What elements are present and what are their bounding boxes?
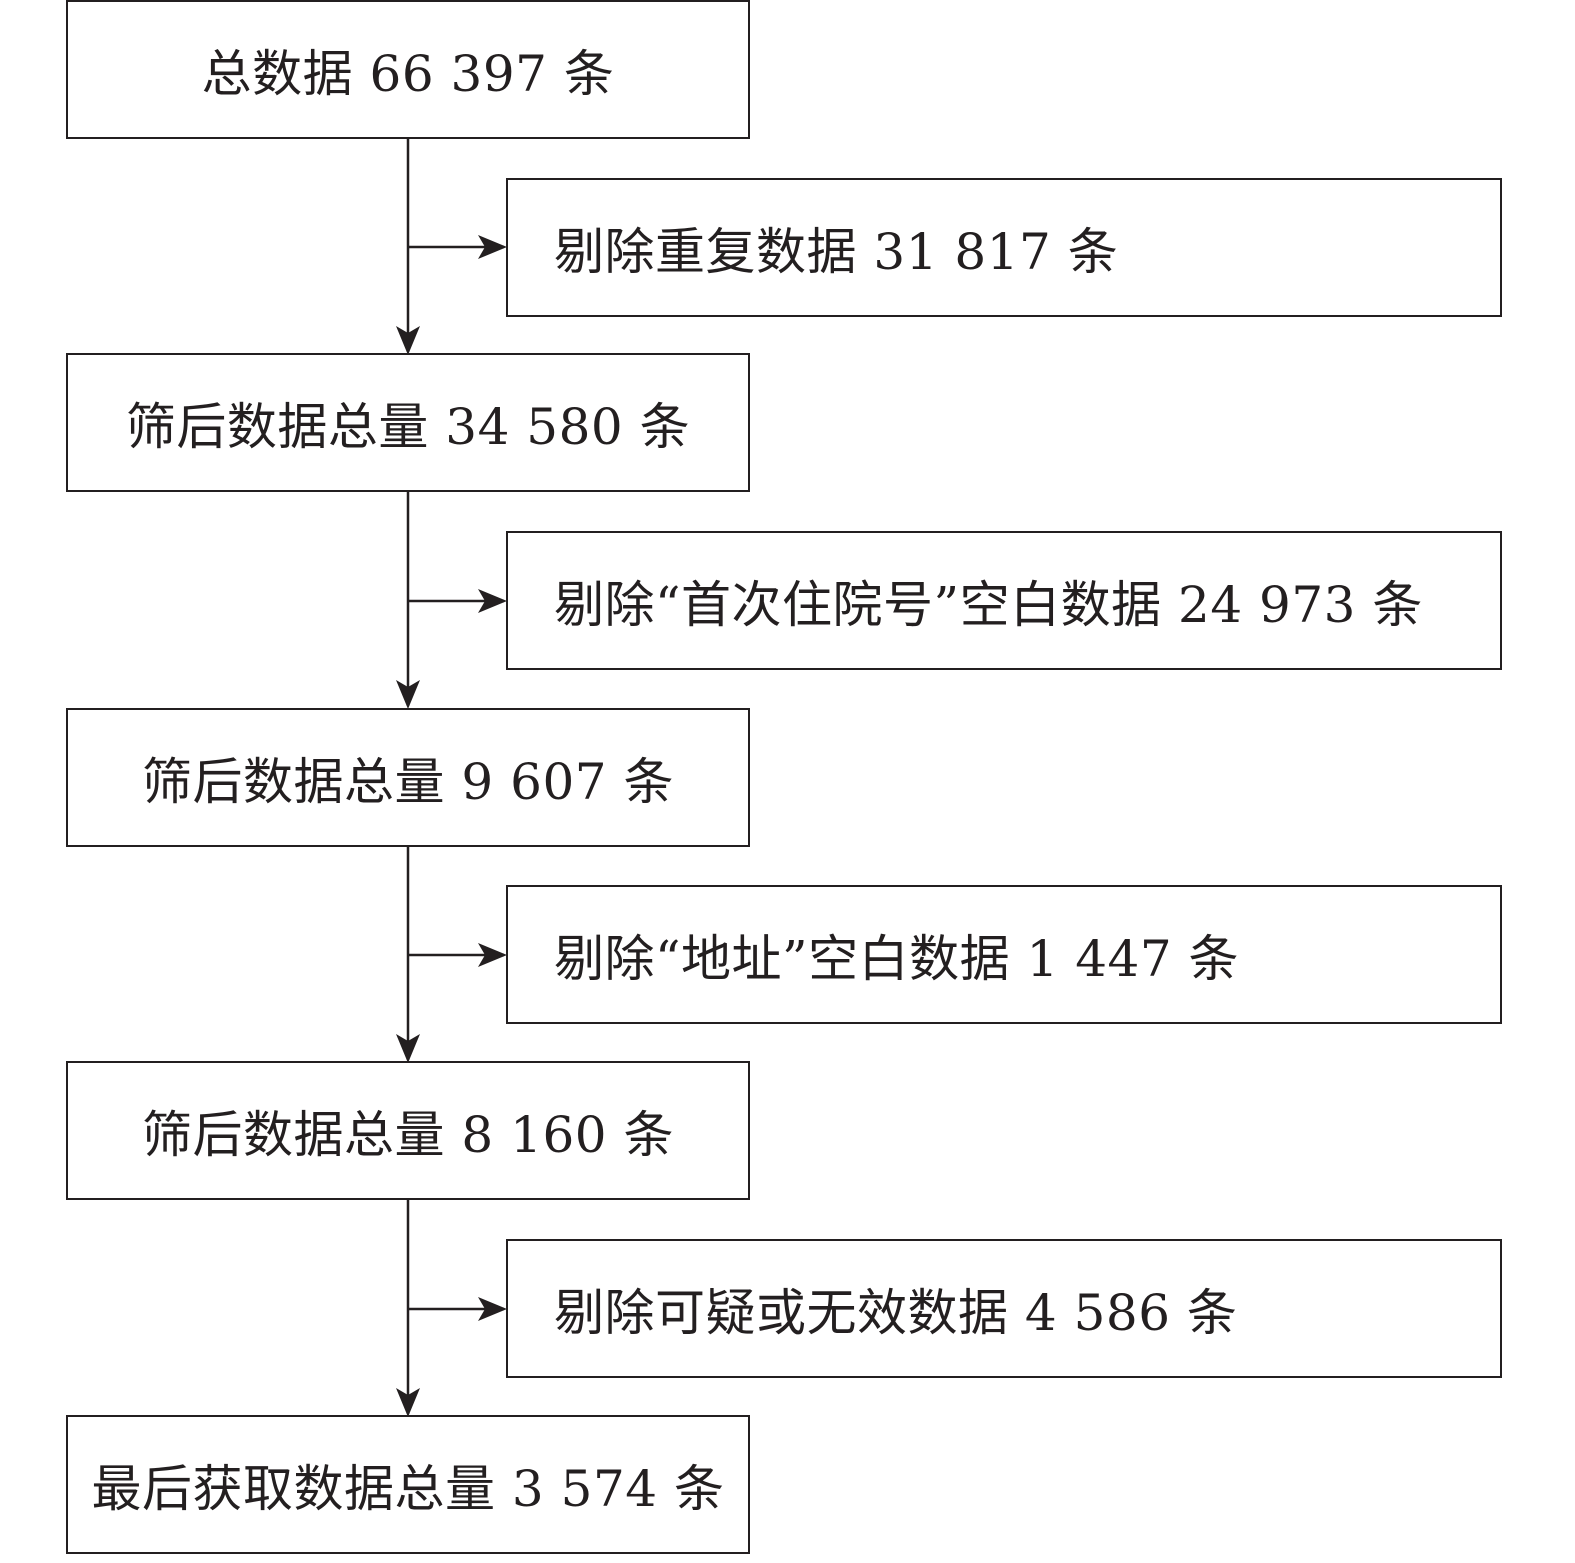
arrowhead-down-3 <box>396 1034 420 1063</box>
step-box-after-admission-filter: 筛后数据总量 9 607 条 <box>66 708 750 847</box>
step-box-after-address-filter: 筛后数据总量 8 160 条 <box>66 1061 750 1200</box>
step-label: 总数据 66 397 条 <box>201 44 615 103</box>
arrowhead-right-2 <box>478 589 507 613</box>
exclusion-label: 剔除重复数据 31 817 条 <box>554 222 1119 281</box>
arrowhead-right-1 <box>478 235 507 259</box>
step-label: 最后获取数据总量 3 574 条 <box>91 1459 725 1518</box>
exclusion-label: 剔除“地址”空白数据 1 447 条 <box>554 929 1240 988</box>
exclusion-label: 剔除可疑或无效数据 4 586 条 <box>554 1283 1238 1342</box>
exclusion-box-admission-blank: 剔除“首次住院号”空白数据 24 973 条 <box>506 531 1502 670</box>
arrowhead-down-2 <box>396 680 420 709</box>
arrowhead-right-3 <box>478 943 507 967</box>
step-label: 筛后数据总量 8 160 条 <box>142 1105 674 1164</box>
step-box-total: 总数据 66 397 条 <box>66 0 750 139</box>
arrowhead-down-4 <box>396 1388 420 1417</box>
step-box-after-dedup: 筛后数据总量 34 580 条 <box>66 353 750 492</box>
step-label: 筛后数据总量 9 607 条 <box>142 752 674 811</box>
exclusion-box-duplicates: 剔除重复数据 31 817 条 <box>506 178 1502 317</box>
step-label: 筛后数据总量 34 580 条 <box>125 397 691 456</box>
exclusion-box-invalid: 剔除可疑或无效数据 4 586 条 <box>506 1239 1502 1378</box>
arrowhead-down-1 <box>396 326 420 355</box>
exclusion-box-address-blank: 剔除“地址”空白数据 1 447 条 <box>506 885 1502 1024</box>
arrowhead-right-4 <box>478 1297 507 1321</box>
step-box-final: 最后获取数据总量 3 574 条 <box>66 1415 750 1554</box>
exclusion-label: 剔除“首次住院号”空白数据 24 973 条 <box>554 575 1423 634</box>
